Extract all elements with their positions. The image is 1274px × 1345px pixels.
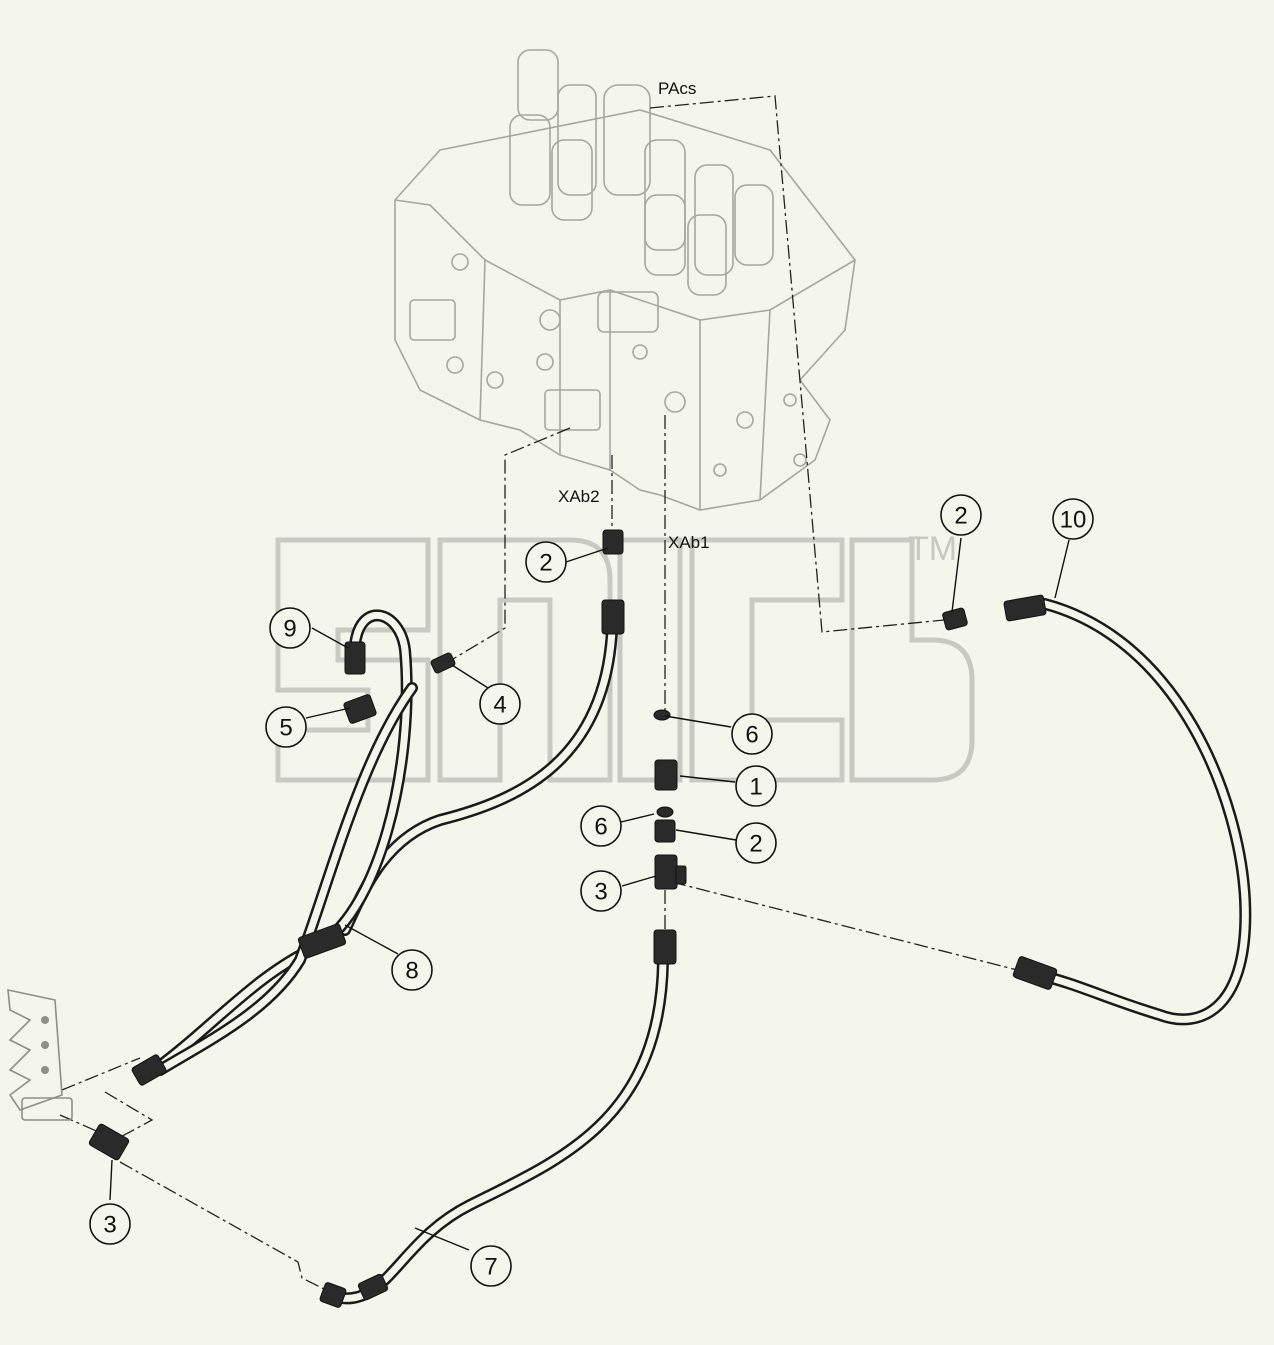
callout-number: 2: [749, 831, 762, 858]
routing-lines: [59, 95, 1026, 1293]
control-valve-block: [394, 49, 856, 511]
callout-c9: 9: [269, 607, 311, 649]
mounting-bracket: [7, 988, 73, 1121]
callout-circle: [265, 706, 307, 748]
callout-circle: [580, 805, 622, 847]
callout-number: 3: [594, 879, 607, 906]
callout-circle: [89, 1203, 131, 1245]
callout-c6a: 6: [580, 805, 622, 847]
callout-c8: 8: [391, 949, 433, 991]
callout-c2b: 2: [735, 822, 777, 864]
callout-circle: [940, 494, 982, 536]
watermark-logo: TM: [275, 530, 975, 783]
callout-number: 2: [954, 503, 967, 530]
callout-number: 2: [539, 550, 552, 577]
callout-number: 1: [749, 774, 762, 801]
watermark-tm: TM: [908, 530, 957, 568]
fittings: [88, 529, 1058, 1308]
callout-c4: 4: [479, 683, 521, 725]
callout-number: 7: [484, 1254, 497, 1281]
callout-number: 8: [405, 958, 418, 985]
callout-number: 5: [279, 715, 292, 742]
callout-circle: [1052, 498, 1094, 540]
callout-circle: [731, 713, 773, 755]
callout-number: 10: [1060, 507, 1087, 534]
callout-circle: [735, 822, 777, 864]
port-label-xab1: XAb1: [668, 533, 710, 552]
callout-c2c: 2: [940, 494, 982, 536]
callout-number: 9: [283, 616, 296, 643]
callout-circle: [580, 870, 622, 912]
callout-circle: [525, 541, 567, 583]
hoses: [144, 598, 1252, 1305]
callout-circle: [479, 683, 521, 725]
callout-c3a: 3: [580, 870, 622, 912]
callout-circle: [391, 949, 433, 991]
callout-number: 3: [103, 1212, 116, 1239]
callout-circle: [735, 765, 777, 807]
callout-circle: [269, 607, 311, 649]
callout-c6b: 6: [731, 713, 773, 755]
callout-c3b: 3: [89, 1203, 131, 1245]
callout-number: 6: [594, 814, 607, 841]
callout-number: 6: [745, 722, 758, 749]
leader-lines: [109, 537, 1070, 1251]
callout-c5: 5: [265, 706, 307, 748]
callout-circle: [470, 1245, 512, 1287]
port-label-pacs: PAcs: [658, 79, 696, 98]
callout-c2a: 2: [525, 541, 567, 583]
callout-balloons: 1 2 2 2 3 3 4 5 6 6 7 8 9 10: [89, 494, 1094, 1287]
callout-c10: 10: [1052, 498, 1094, 540]
callout-c7: 7: [470, 1245, 512, 1287]
callout-number: 4: [493, 692, 506, 719]
callout-c1: 1: [735, 765, 777, 807]
port-label-xab2: XAb2: [558, 487, 600, 506]
